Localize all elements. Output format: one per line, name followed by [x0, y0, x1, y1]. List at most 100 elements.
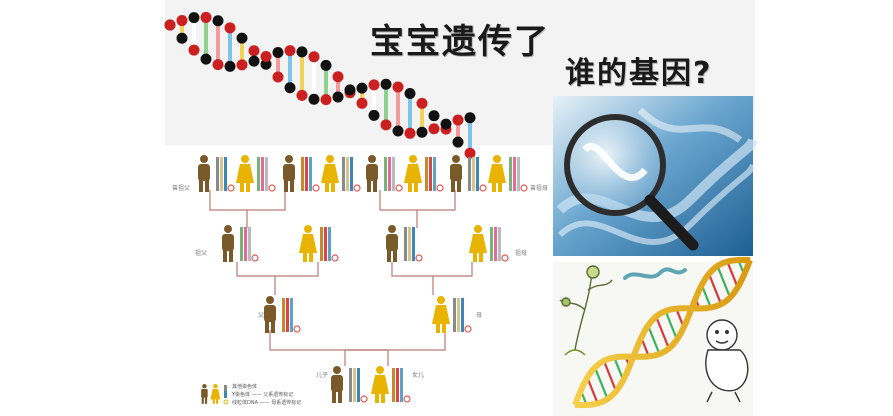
chromosome-icon: [388, 157, 391, 191]
mitochondria-icon: [395, 184, 403, 192]
dna-ball: [332, 71, 344, 83]
female-figure-icon: [321, 155, 339, 192]
chromosome-icon: [261, 157, 264, 191]
dna-ball: [200, 53, 212, 65]
chromosome-icon: [384, 157, 387, 191]
gold-helix-rung: [586, 377, 599, 404]
dna-ball: [272, 71, 284, 83]
chromosome-icon: [429, 157, 432, 191]
mitochondria-icon: [268, 184, 276, 192]
dna-ball: [272, 47, 284, 59]
dna-ball: [188, 44, 200, 56]
chromosome-icon: [265, 157, 268, 191]
dna-ball: [452, 136, 464, 148]
male-figure-icon: [450, 155, 462, 192]
chromosome-icon: [301, 157, 304, 191]
chromosome-icon: [453, 298, 456, 332]
label-right-grandparents: 曾祖母: [530, 185, 549, 192]
chromosome-icon: [472, 157, 475, 191]
chromosome-icon: [290, 298, 293, 332]
dna-ball: [164, 19, 176, 31]
chromosome-icon: [350, 157, 353, 191]
dna-ball: [236, 59, 248, 71]
chromosome-icon: [320, 227, 323, 261]
mitochondria-icon: [360, 395, 368, 403]
chromosome-icon: [490, 227, 493, 261]
male-figure-icon: [198, 155, 210, 192]
female-figure-icon: [236, 155, 254, 192]
pedigree-figures: [198, 155, 528, 403]
chromosome-icon: [408, 227, 411, 261]
baby-sketch-icon: [705, 319, 749, 403]
gold-helix-strand: [574, 258, 753, 409]
female-figure-icon: [210, 384, 221, 404]
female-figure-icon: [469, 225, 487, 262]
dna-ball: [404, 127, 416, 139]
chromosome-icon: [509, 157, 512, 191]
dna-ball: [224, 22, 236, 34]
dna-ball: [440, 118, 452, 130]
pedigree-connectors: [209, 190, 473, 366]
label-grandfather: 祖父: [195, 250, 208, 257]
dna-ball: [176, 32, 188, 44]
chromosome-icon: [240, 227, 243, 261]
label-father: 父: [258, 312, 265, 319]
dna-ball: [356, 97, 368, 109]
chromosome-icon: [392, 368, 395, 402]
gold-helix-rung: [655, 316, 670, 349]
chromosome-icon: [282, 298, 285, 332]
label-grandmother: 祖母: [515, 250, 528, 257]
dna-ball: [260, 58, 272, 70]
chromosome-icon: [425, 157, 428, 191]
chromosome-icon: [349, 368, 352, 402]
chromosome-icon: [257, 157, 260, 191]
female-figure-icon: [432, 296, 450, 333]
dna-ball: [428, 110, 440, 122]
magnifier-panel: [553, 96, 758, 256]
chromosome-icon: [220, 157, 223, 191]
dna-ball: [284, 82, 296, 94]
dna-ball: [392, 81, 404, 93]
legend-item-1: 其他染色体: [232, 384, 258, 390]
title-line-1: 宝宝遗传了: [370, 22, 550, 62]
chromosome-icon: [461, 298, 464, 332]
dna-ball: [248, 45, 260, 57]
legend-figures: [201, 384, 229, 405]
dna-ball: [212, 59, 224, 71]
label-left-grandparents: 曾祖父: [172, 185, 191, 192]
mitochondria-icon: [227, 184, 235, 192]
chromosome-icon: [353, 368, 356, 402]
mitochondria-icon: [436, 184, 444, 192]
gold-helix-rung: [707, 273, 723, 305]
dna-ball: [464, 112, 476, 124]
title-line-2: 谁的基因?: [565, 56, 713, 91]
chromosome-icon: [305, 157, 308, 191]
gold-helix-rung: [700, 284, 712, 308]
mitochondria-icon: [479, 184, 487, 192]
dna-ball: [380, 119, 392, 131]
chromosome-icon: [396, 368, 399, 402]
plant-sketch-icon: [559, 265, 613, 356]
male-figure-icon: [386, 225, 398, 262]
dna-ball: [200, 11, 212, 23]
dna-ball: [344, 84, 356, 96]
dna-ball: [416, 126, 428, 138]
legend-item-3: 线粒体DNA —— 母系遗传标记: [232, 400, 302, 406]
mitochondria-icon: [353, 184, 361, 192]
dna-ball: [464, 147, 476, 159]
chromosome-icon: [346, 157, 349, 191]
gold-helix-rung: [593, 367, 609, 400]
male-figure-icon: [222, 225, 234, 262]
dna-ball: [212, 15, 224, 27]
chromosome-icon: [457, 298, 460, 332]
dna-ball: [308, 93, 320, 105]
dna-ball: [236, 32, 248, 44]
dna-ball: [188, 12, 200, 24]
label-son: 儿子: [316, 372, 329, 379]
female-figure-icon: [404, 155, 422, 192]
mitochondria-icon: [464, 325, 472, 333]
chromosome-icon: [328, 227, 331, 261]
mitochondria-icon: [331, 254, 339, 262]
dna-ball: [416, 97, 428, 109]
